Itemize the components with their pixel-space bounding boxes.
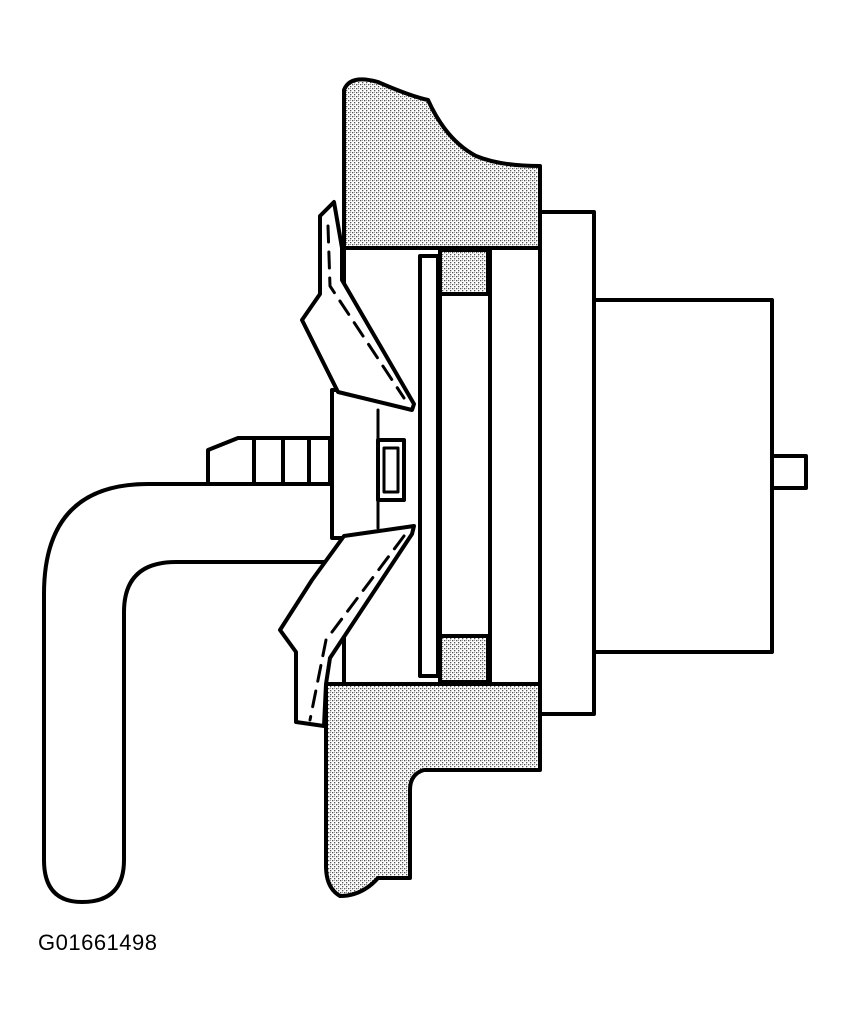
upper-casting — [342, 77, 542, 250]
motor-body — [592, 298, 774, 654]
inner-plate — [438, 246, 492, 686]
upper-clip-dashes — [326, 224, 406, 400]
valve-stem — [382, 446, 400, 494]
bent-pipe — [42, 482, 338, 904]
pipe-fitting — [206, 436, 332, 486]
lower-casting — [324, 682, 542, 898]
lower-seal-block — [438, 634, 490, 684]
lower-spring-clip — [278, 524, 416, 728]
lower-clip-dashes — [308, 534, 406, 722]
housing-flange — [538, 210, 596, 716]
figure-id-label: G01661498 — [38, 930, 158, 955]
upper-seal-block — [438, 248, 490, 296]
output-shaft — [770, 454, 808, 490]
diaphragm — [418, 254, 440, 678]
